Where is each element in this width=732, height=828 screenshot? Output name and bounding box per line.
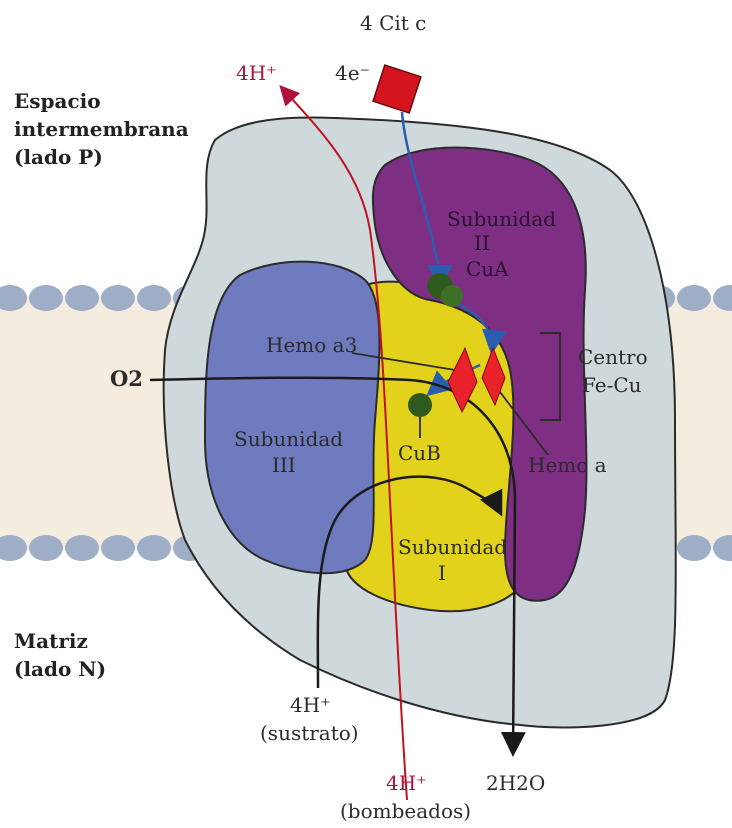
side-p-line-2: intermembrana bbox=[14, 117, 189, 141]
lipid-head bbox=[29, 285, 63, 311]
o2-label: O2 bbox=[110, 366, 143, 391]
lipid-head bbox=[101, 535, 135, 561]
lipid-head bbox=[29, 535, 63, 561]
cub-label: CuB bbox=[398, 441, 441, 465]
cub-icon bbox=[408, 393, 432, 417]
center-line-1: Centro bbox=[578, 345, 648, 369]
substrate-protons-line-2: (sustrato) bbox=[260, 721, 359, 745]
side-n-line-2: (lado N) bbox=[14, 657, 106, 681]
subunit-iii-shape bbox=[205, 262, 379, 574]
side-n-line-1: Matriz bbox=[14, 629, 88, 653]
lipid-head bbox=[137, 285, 171, 311]
side-p-line-3: (lado P) bbox=[14, 145, 103, 169]
heme-a3-label: Hemo a3 bbox=[266, 333, 357, 357]
lipid-head bbox=[137, 535, 171, 561]
subunit-i-line-2: I bbox=[438, 561, 446, 585]
cyt-c-label: 4 Cit c bbox=[360, 11, 426, 35]
water-label: 2H2O bbox=[486, 771, 545, 795]
heme-a-label: Hemo a bbox=[528, 453, 607, 477]
substrate-protons-line-1: 4H⁺ bbox=[290, 693, 331, 717]
subunit-iii-line-1: Subunidad bbox=[234, 427, 343, 451]
lipid-head bbox=[101, 285, 135, 311]
side-p-line-1: Espacio bbox=[14, 89, 101, 113]
lipid-head bbox=[65, 535, 99, 561]
subunit-i-line-1: Subunidad bbox=[398, 535, 507, 559]
subunit-ii-line-3: CuA bbox=[466, 257, 509, 281]
lipid-head bbox=[677, 535, 711, 561]
pumped-protons-top-label: 4H⁺ bbox=[236, 61, 277, 85]
pumped-protons-bottom-line-2: (bombeados) bbox=[340, 799, 471, 823]
center-line-2: Fe-Cu bbox=[582, 373, 642, 397]
lipid-head bbox=[677, 285, 711, 311]
pumped-protons-bottom-line-1: 4H⁺ bbox=[386, 771, 427, 795]
lipid-head bbox=[65, 285, 99, 311]
cytochrome-c-square bbox=[373, 65, 421, 113]
subunit-iii-line-2: III bbox=[272, 453, 296, 477]
electrons-label: 4e⁻ bbox=[335, 61, 370, 85]
subunit-ii-line-2: II bbox=[474, 231, 490, 255]
subunit-ii-line-1: Subunidad bbox=[447, 207, 556, 231]
